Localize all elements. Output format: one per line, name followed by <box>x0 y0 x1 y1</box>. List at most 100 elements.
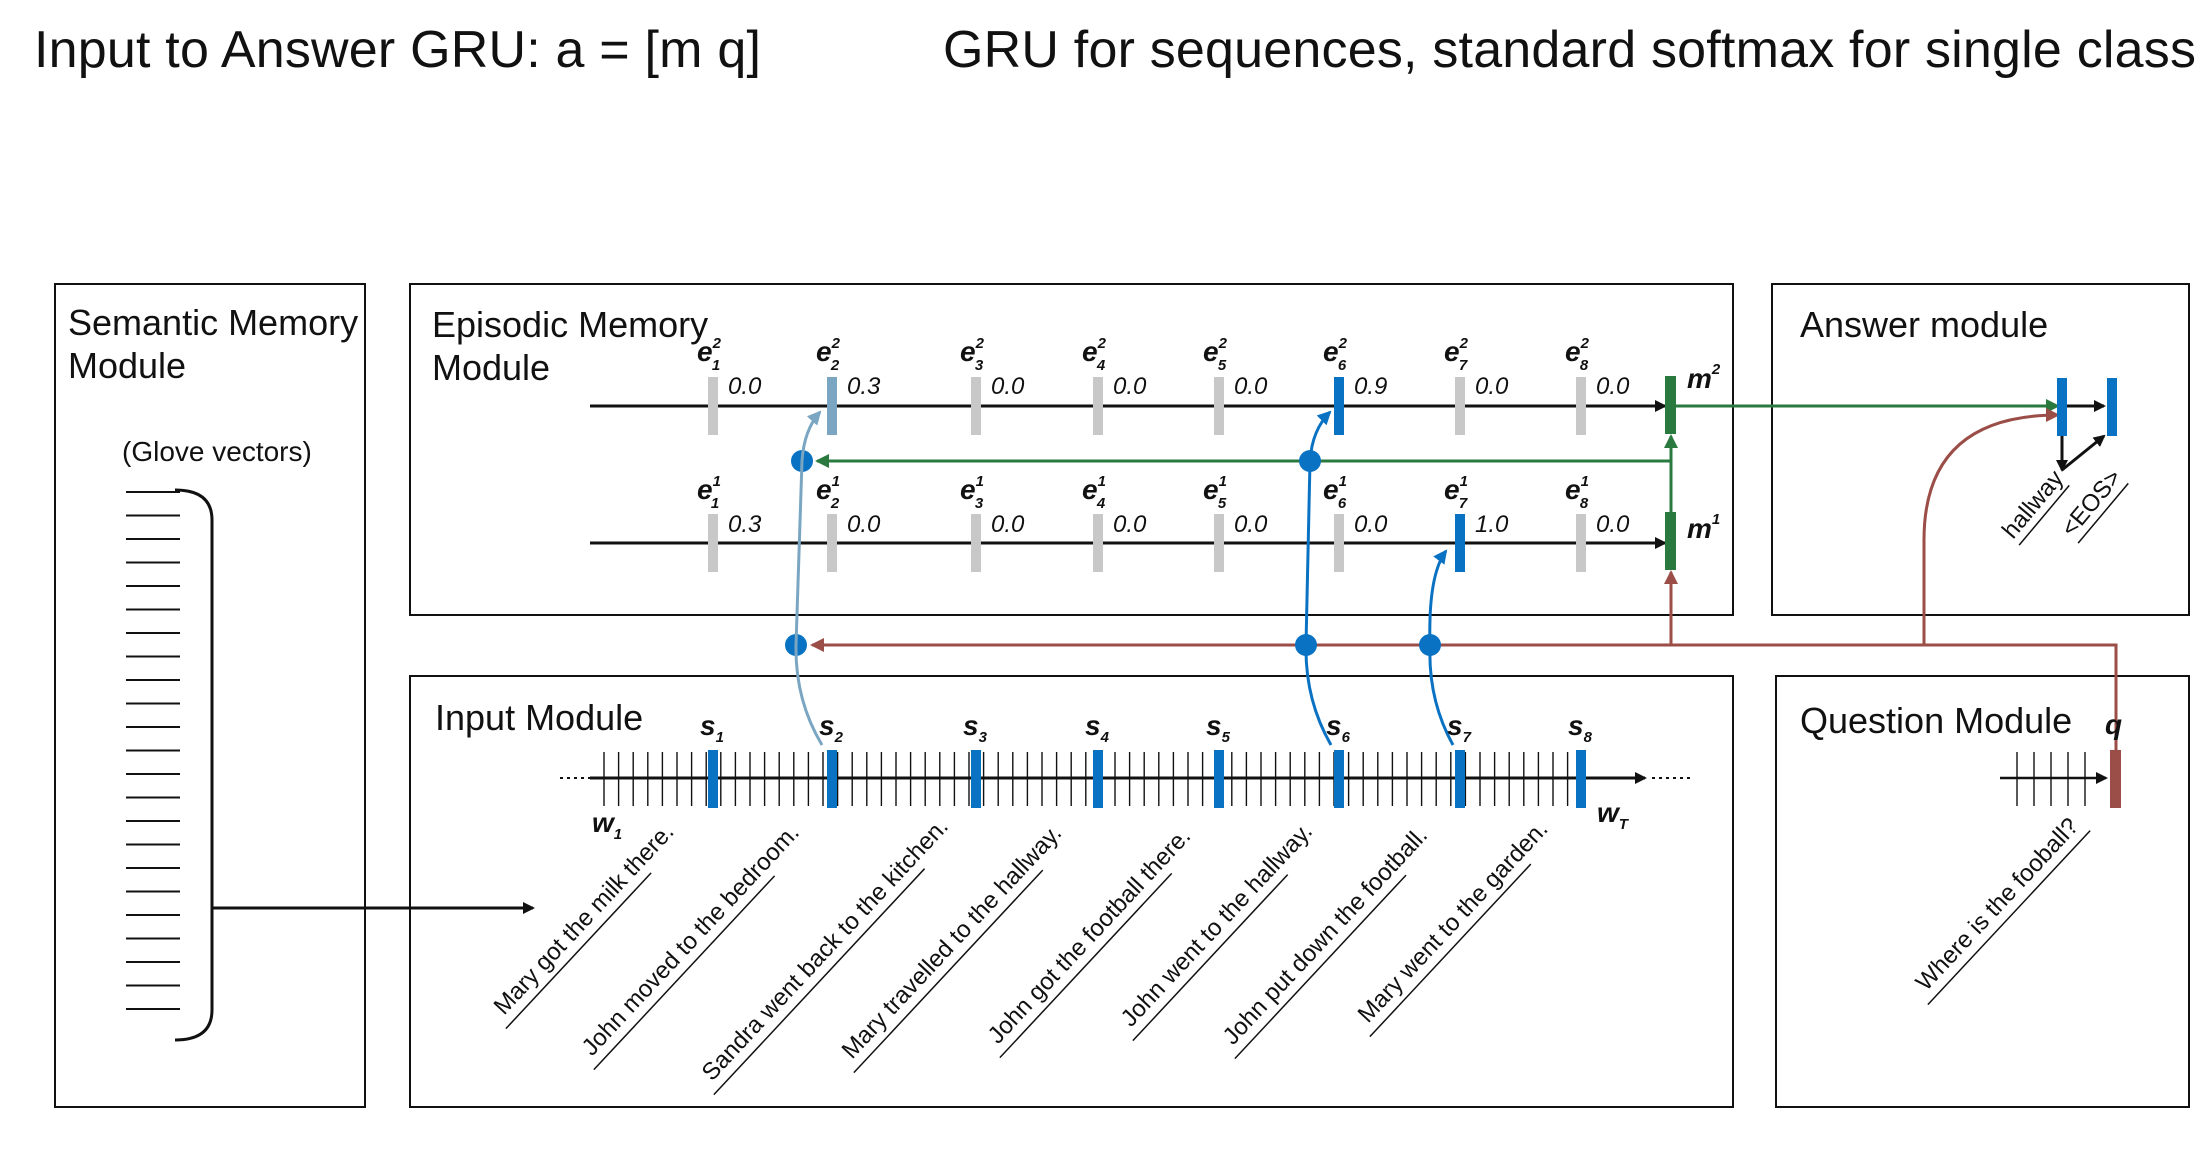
episode1-gate-value-5: 0.0 <box>1234 511 1268 538</box>
episode2-gate-bar-4 <box>1093 377 1103 435</box>
sentence-vector-bar-6 <box>1334 750 1344 808</box>
word-ticks <box>603 752 1569 806</box>
word-first-label: w1 <box>592 807 622 843</box>
question-text-group: Where is the fooball? <box>1911 813 2091 1006</box>
episode1-gate-value-4: 0.0 <box>1113 511 1147 538</box>
episode2-gate-bar-8 <box>1576 377 1586 435</box>
episode2-gate-value-5: 0.0 <box>1234 373 1268 400</box>
input-sentence-group-3: Sandra went back to the kitchen. <box>697 813 954 1096</box>
sentence-label-2: s2 <box>819 710 844 746</box>
answer-module-box <box>1771 283 2190 616</box>
episodic-title-line2: Module <box>432 347 550 388</box>
answer-bar-2 <box>2107 378 2117 436</box>
sentence-vector-bar-1 <box>708 750 718 808</box>
episode2-gate-value-7: 0.0 <box>1475 373 1509 400</box>
input-module-box <box>409 675 1734 1108</box>
sentence-label-1: s1 <box>700 710 724 746</box>
input-sentence-4: Mary travelled to the hallway. <box>837 820 1068 1064</box>
sentence-vector-bar-4 <box>1093 750 1103 808</box>
episode2-gate-bar-3 <box>971 377 981 435</box>
answer-title: Answer module <box>1800 304 2048 345</box>
question-title: Question Module <box>1800 700 2072 741</box>
episode2-gate-bar-6 <box>1334 377 1344 435</box>
semantic-title-line1: Semantic Memory <box>68 302 358 343</box>
episode1-gate-bar-5 <box>1214 514 1224 572</box>
attention-s7-to-e1-7 <box>1428 549 1455 746</box>
answer-word-hallway: hallway <box>1997 465 2069 544</box>
sentence-vector-bar-8 <box>1576 750 1586 808</box>
sentence-label-8: s8 <box>1568 710 1593 746</box>
sentence-vector-bar-7 <box>1455 750 1465 808</box>
left-title: Input to Answer GRU: a = [m q] <box>34 21 762 79</box>
episode1-gate-bar-3 <box>971 514 981 572</box>
semantic-title-line2: Module <box>68 345 186 386</box>
episode2-gate-value-4: 0.0 <box>1113 373 1147 400</box>
episode2-gate-value-1: 0.0 <box>728 373 762 400</box>
episode1-gate-value-1: 0.3 <box>728 511 762 538</box>
episode1-gate-bar-8 <box>1576 514 1586 572</box>
memory-m1-bar <box>1665 512 1676 570</box>
input-sentence-6: John went to the hallway. <box>1116 818 1318 1032</box>
memory-m2-label: m2 <box>1687 361 1721 394</box>
episode2-gate-bar-7 <box>1455 377 1465 435</box>
question-module-box <box>1775 675 2190 1108</box>
answer-bar-1 <box>2057 378 2067 436</box>
sentence-vector-bar-5 <box>1214 750 1224 808</box>
question-text: Where is the fooball? <box>1911 813 2085 996</box>
sentence-label-7: s7 <box>1447 710 1472 746</box>
input-title: Input Module <box>435 697 643 738</box>
episode2-gate-value-3: 0.0 <box>991 373 1025 400</box>
glove-vector-stack <box>126 491 180 1010</box>
sentence-vector-bar-2 <box>827 750 837 808</box>
input-sentence-group-7: John put down the football. <box>1218 822 1433 1060</box>
episode1-gate-bar-1 <box>708 514 718 572</box>
input-sentence-group-4: Mary travelled to the hallway. <box>837 820 1068 1074</box>
semantic-note: (Glove vectors) <box>122 436 312 467</box>
episode1-gate-bar-2 <box>827 514 837 572</box>
attention-s6-to-e2-6 <box>1304 410 1333 746</box>
sentence-label-3: s3 <box>963 710 988 746</box>
question-q-label: q <box>2105 709 2122 740</box>
sentence-label-6: s6 <box>1326 710 1351 746</box>
word-last-label: wT <box>1597 797 1630 833</box>
input-sentence-3: Sandra went back to the kitchen. <box>697 813 954 1086</box>
episodic-memory-box <box>409 283 1734 616</box>
answer-feedback-arrow <box>2061 434 2106 472</box>
memory-m2-bar <box>1665 376 1676 434</box>
question-to-answer-arrow <box>1922 408 2060 645</box>
right-title: GRU for sequences, standard softmax for … <box>943 21 2197 79</box>
episode2-gate-bar-2 <box>827 377 837 435</box>
question-feedback-line <box>810 638 2118 762</box>
episode1-gate-value-2: 0.0 <box>847 511 881 538</box>
episode1-gate-value-3: 0.0 <box>991 511 1025 538</box>
attention-s2-to-e2-2 <box>794 410 824 746</box>
input-sentence-group-8: Mary went to the garden. <box>1353 816 1553 1038</box>
episode1-gate-bar-4 <box>1093 514 1103 572</box>
sentence-vector-bar-3 <box>971 750 981 808</box>
episode1-gate-value-6: 0.0 <box>1354 511 1388 538</box>
episode1-gate-value-8: 0.0 <box>1596 511 1630 538</box>
input-sentence-group-6: John went to the hallway. <box>1116 818 1318 1042</box>
episodic-title-line1: Episodic Memory <box>432 304 708 345</box>
answer-word-eos: <EOS> <box>2056 464 2127 542</box>
answer-word-2-group: <EOS> <box>2056 464 2129 544</box>
sentence-label-4: s4 <box>1085 710 1110 746</box>
episode2-gate-value-2: 0.3 <box>847 373 881 400</box>
memory-m1-label: m1 <box>1687 511 1720 544</box>
